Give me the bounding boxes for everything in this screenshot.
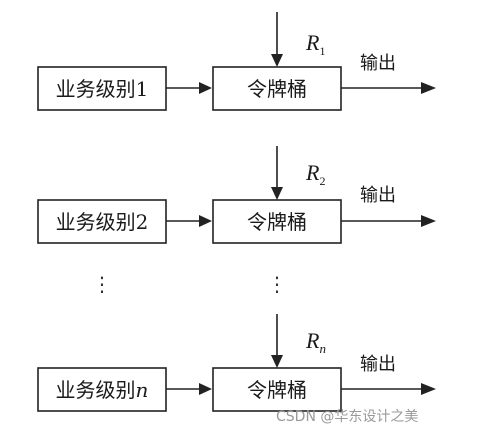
token-bucket-label-n: 令牌桶 (247, 378, 307, 402)
service-level-box-1 (37, 66, 167, 111)
service-level-box-2 (37, 199, 167, 244)
arrowhead-rate-2 (271, 187, 283, 200)
row-2: 业务级别2 令牌桶 R2 输出 (37, 146, 436, 244)
arrowhead-rate-1 (271, 54, 283, 67)
ellipsis-bucket: ⋮ (267, 272, 287, 296)
watermark-text: CSDN @华东设计之美 (276, 409, 418, 425)
ellipsis-source: ⋮ (92, 272, 112, 296)
arrowhead-source-to-bucket-1 (199, 82, 212, 94)
service-level-label-2: 业务级别2 (56, 210, 149, 234)
arrowhead-output-1 (421, 82, 436, 94)
service-level-label-n: 业务级别n (56, 378, 149, 402)
service-level-label-1: 业务级别1 (56, 77, 149, 101)
output-label-1: 输出 (360, 53, 396, 74)
arrowhead-output-n (421, 383, 436, 395)
arrowhead-source-to-bucket-2 (199, 215, 212, 227)
output-label-n: 输出 (360, 354, 396, 375)
token-bucket-label-2: 令牌桶 (247, 210, 307, 234)
service-level-box-n (37, 367, 167, 412)
rate-label-1: R1 (305, 30, 325, 58)
rate-label-2: R2 (305, 160, 325, 188)
token-bucket-box-n (212, 367, 342, 412)
row-n: 业务级别n 令牌桶 Rn 输出 (37, 314, 436, 412)
output-label-2: 输出 (360, 185, 396, 206)
arrowhead-output-2 (421, 215, 436, 227)
token-bucket-box-2 (212, 199, 342, 244)
arrowhead-rate-n (271, 355, 283, 368)
token-bucket-box-1 (212, 66, 342, 111)
token-bucket-label-1: 令牌桶 (247, 77, 307, 101)
rate-label-n: Rn (305, 328, 326, 356)
arrowhead-source-to-bucket-n (199, 383, 212, 395)
row-1: 业务级别1 令牌桶 R1 输出 (37, 12, 436, 111)
